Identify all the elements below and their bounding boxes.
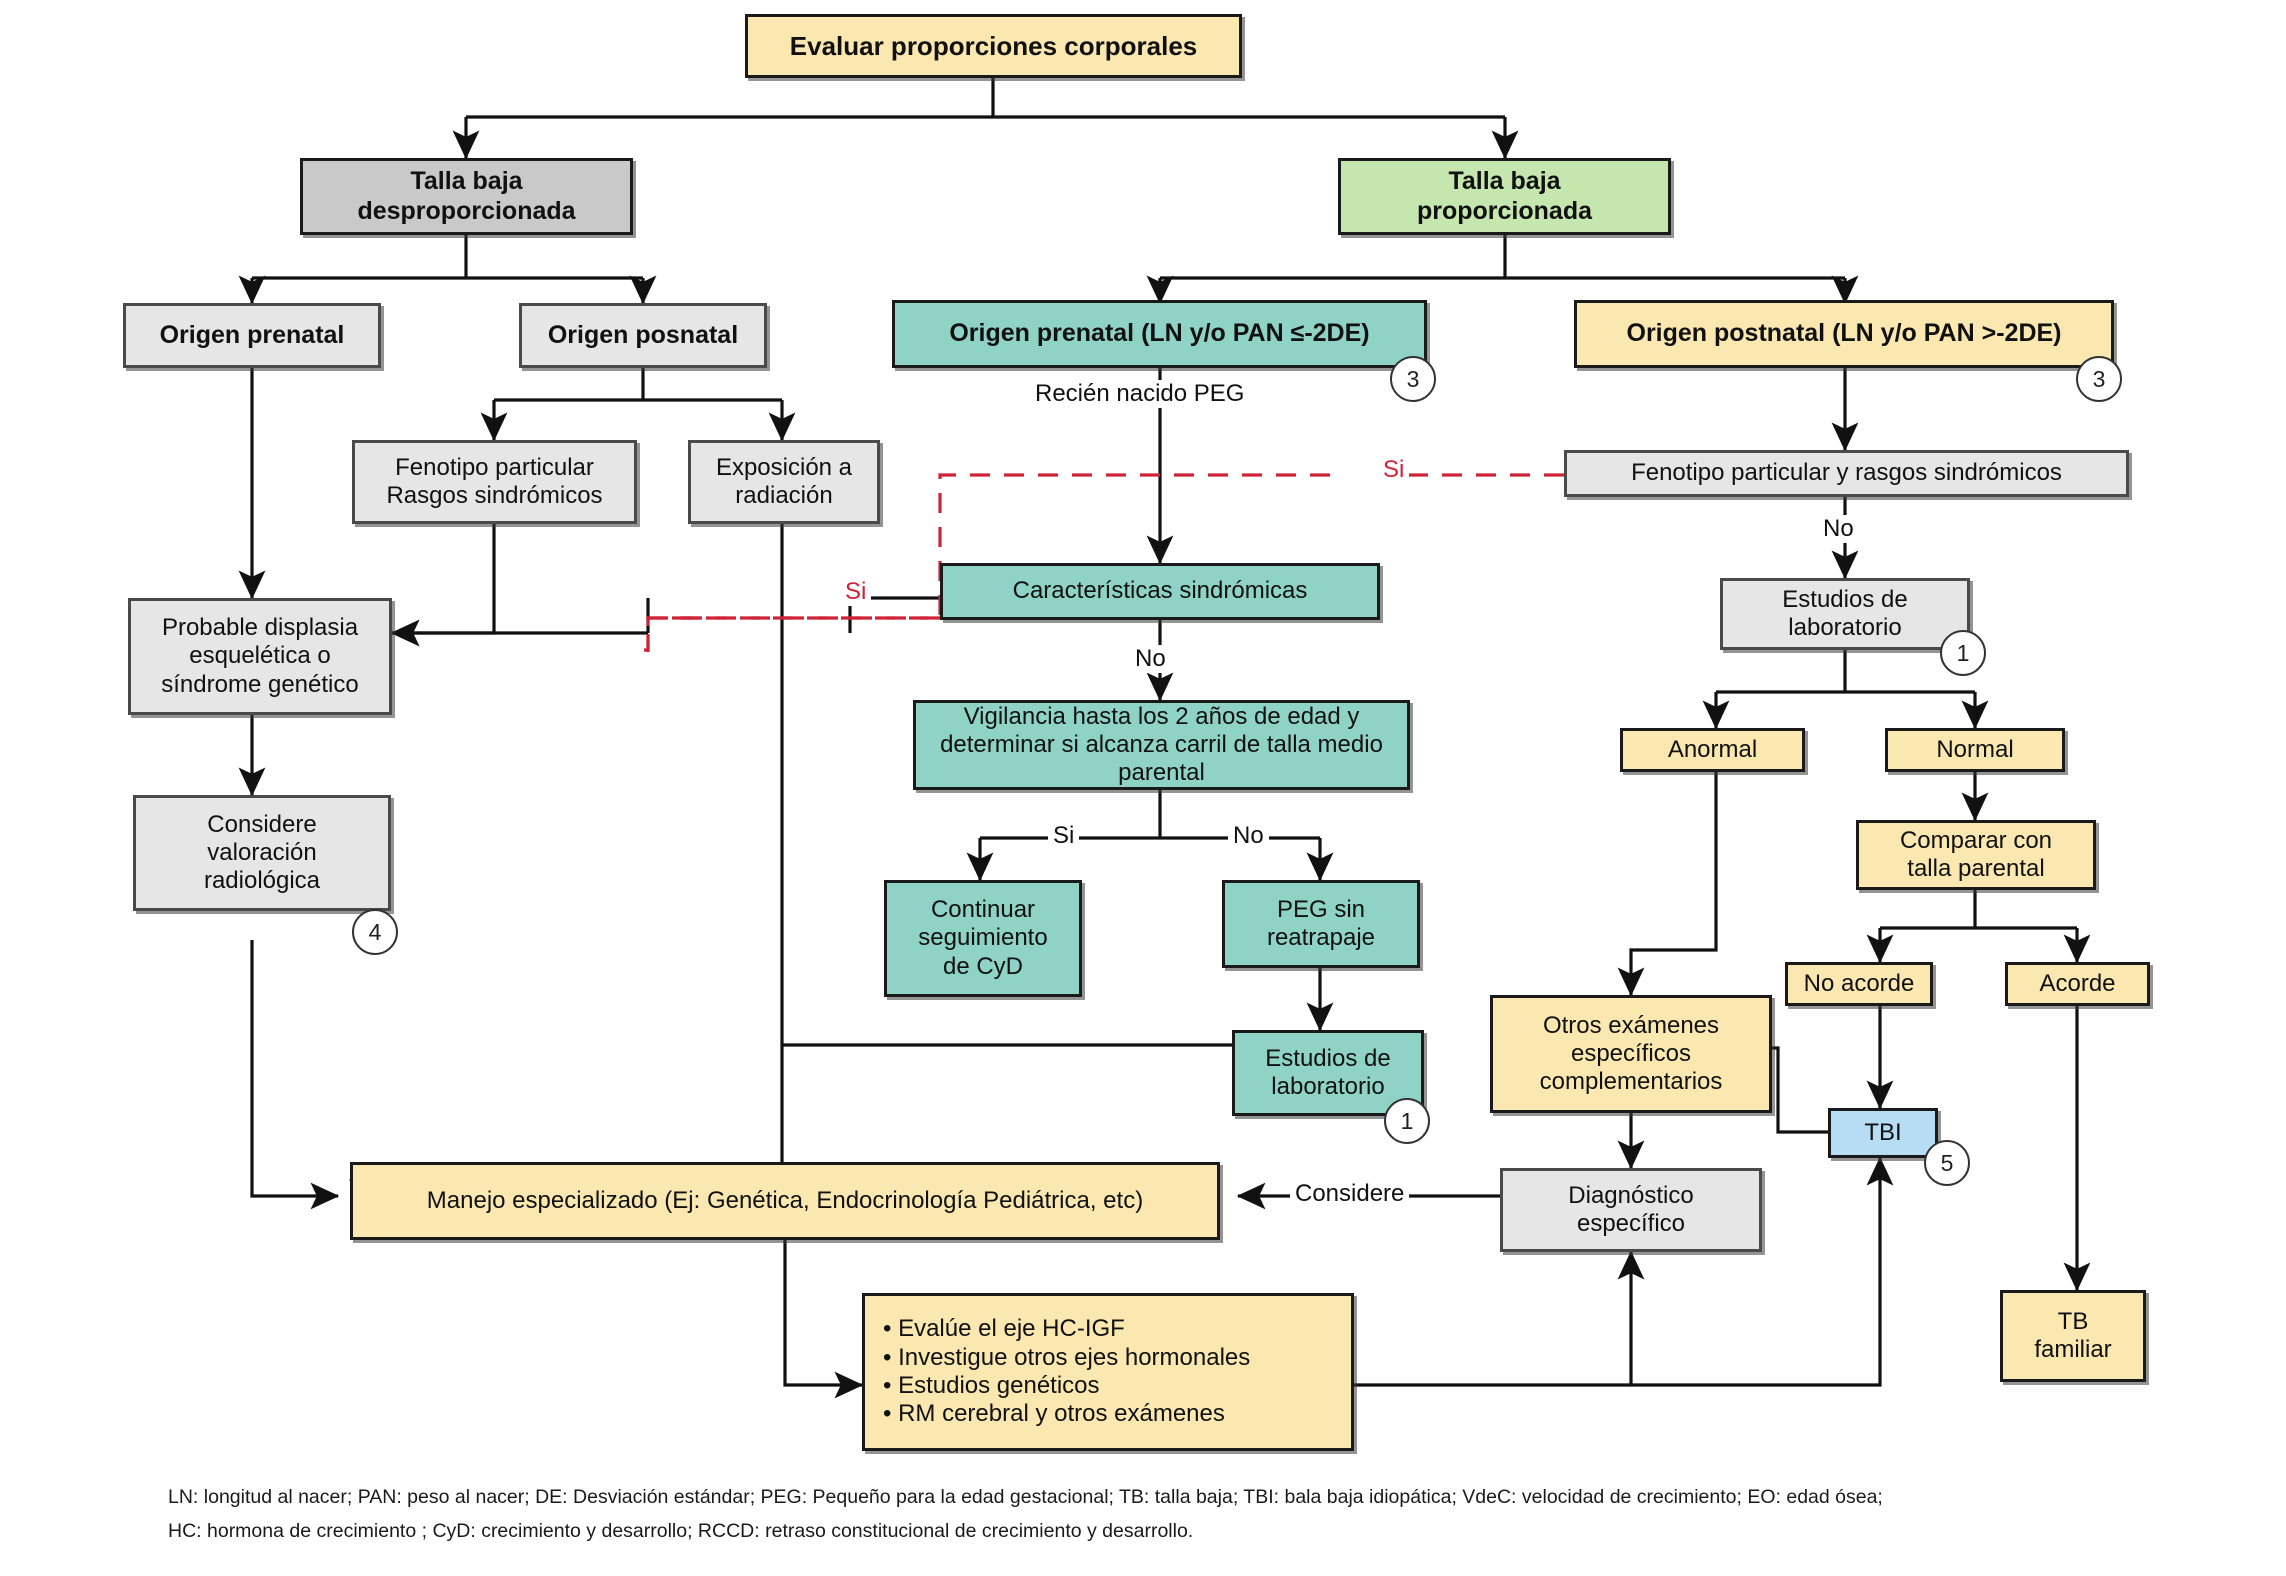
node-root-label: Evaluar proporciones corporales (789, 30, 1198, 61)
edge-label-considere: Considere (1290, 1180, 1410, 1208)
node-origen-prenatal-izq-label: Origen prenatal (159, 320, 345, 349)
node-talla-baja-proporcionada-label: Talla baja proporcionada (1416, 167, 1592, 225)
edge-label-no-fenotipo-der: No (1818, 515, 1859, 543)
node-probable-displasia-label: Probable displasia esquelética o síndrom… (161, 614, 359, 698)
bullet-item-2: • Investigue otros ejes hormonales (883, 1343, 1251, 1371)
edge-label-no-caracteristicas: No (1130, 645, 1171, 673)
node-fenotipo-rasgos-der-label: Fenotipo particular y rasgos sindrómicos (1631, 459, 2062, 487)
marker-estudios-lab-centro: 1 (1384, 1098, 1430, 1144)
edge-label-si-red-right: Si (1378, 456, 1410, 484)
node-fenotipo-rasgos-label: Fenotipo particular Rasgos sindrómicos (386, 453, 603, 509)
node-anormal[interactable]: Anormal (1620, 728, 1805, 772)
marker-tbi: 5 (1924, 1140, 1970, 1186)
node-considere-valoracion[interactable]: Considere valoración radiológica (133, 795, 391, 911)
bullet-item-1: • Evalúe el eje HC-IGF (883, 1315, 1125, 1343)
node-peg-sin-reatrapaje[interactable]: PEG sin reatrapaje (1222, 880, 1420, 968)
node-fenotipo-rasgos[interactable]: Fenotipo particular Rasgos sindrómicos (352, 440, 637, 524)
node-caracteristicas-sindromicas-label: Características sindrómicas (1012, 577, 1308, 605)
node-manejo-especializado[interactable]: Manejo especializado (Ej: Genética, Endo… (350, 1162, 1220, 1240)
marker-prenatal-der: 3 (1390, 356, 1436, 402)
node-no-acorde[interactable]: No acorde (1785, 962, 1933, 1006)
node-estudios-lab-der-label: Estudios de laboratorio (1782, 585, 1908, 641)
node-origen-prenatal-der[interactable]: Origen prenatal (LN y/o PAN ≤-2DE) (892, 300, 1427, 368)
node-origen-posnatal-izq-label: Origen posnatal (547, 320, 739, 349)
node-peg-sin-reatrapaje-label: PEG sin reatrapaje (1266, 895, 1376, 951)
node-acorde[interactable]: Acorde (2005, 962, 2150, 1006)
node-otros-examenes-label: Otros exámenes específicos complementari… (1539, 1011, 1723, 1096)
node-origen-postnatal-der-label: Origen postnatal (LN y/o PAN >-2DE) (1626, 319, 2062, 348)
bullet-item-4: • RM cerebral y otros exámenes (883, 1400, 1225, 1428)
node-probable-displasia[interactable]: Probable displasia esquelética o síndrom… (128, 598, 392, 715)
footnote-line-1: LN: longitud al nacer; PAN: peso al nace… (168, 1486, 1883, 1508)
node-estudios-lab-centro-label: Estudios de laboratorio (1265, 1044, 1391, 1100)
marker-considere-valoracion: 4 (352, 909, 398, 955)
node-talla-baja-proporcionada[interactable]: Talla baja proporcionada (1338, 158, 1671, 235)
node-manejo-especializado-label: Manejo especializado (Ej: Genética, Endo… (426, 1186, 1144, 1214)
node-origen-postnatal-der[interactable]: Origen postnatal (LN y/o PAN >-2DE) (1574, 300, 2114, 368)
edge-label-no-vigilancia: No (1228, 822, 1269, 850)
node-diagnostico-especifico-label: Diagnóstico específico (1568, 1181, 1694, 1237)
node-root[interactable]: Evaluar proporciones corporales (745, 14, 1242, 78)
node-no-acorde-label: No acorde (1803, 969, 1915, 997)
node-origen-prenatal-izq[interactable]: Origen prenatal (123, 303, 381, 368)
edge-label-si-red-left: Si (840, 578, 872, 606)
node-talla-baja-desproporcionada-label: Talla baja desproporcionada (357, 167, 576, 225)
node-comparar-talla-parental-label: Comparar con talla parental (1899, 826, 2053, 882)
node-vigilancia[interactable]: Vigilancia hasta los 2 años de edad y de… (913, 700, 1410, 790)
node-origen-prenatal-der-label: Origen prenatal (LN y/o PAN ≤-2DE) (949, 319, 1370, 348)
node-otros-examenes[interactable]: Otros exámenes específicos complementari… (1490, 995, 1772, 1113)
node-exposicion-radiacion[interactable]: Exposición a radiación (688, 440, 880, 524)
node-bullet-box[interactable]: • Evalúe el eje HC-IGF • Investigue otro… (862, 1293, 1354, 1451)
node-normal-label: Normal (1936, 735, 2014, 763)
node-anormal-label: Anormal (1667, 735, 1758, 763)
node-exposicion-radiacion-label: Exposición a radiación (715, 453, 853, 509)
node-comparar-talla-parental[interactable]: Comparar con talla parental (1856, 820, 2096, 890)
node-diagnostico-especifico[interactable]: Diagnóstico específico (1500, 1168, 1762, 1252)
node-normal[interactable]: Normal (1885, 728, 2065, 772)
node-tb-familiar[interactable]: TB familiar (2000, 1290, 2146, 1382)
node-caracteristicas-sindromicas[interactable]: Características sindrómicas (940, 563, 1380, 620)
marker-estudios-lab-der: 1 (1940, 630, 1986, 676)
node-tbi-label: TBI (1864, 1118, 1902, 1146)
node-considere-valoracion-label: Considere valoración radiológica (203, 810, 321, 895)
node-fenotipo-rasgos-der[interactable]: Fenotipo particular y rasgos sindrómicos (1564, 450, 2129, 497)
node-acorde-label: Acorde (2039, 969, 2116, 997)
edge-label-recien-nacido-peg: Recién nacido PEG (1030, 380, 1250, 408)
node-tbi[interactable]: TBI (1828, 1108, 1938, 1158)
marker-postnatal-der: 3 (2076, 356, 2122, 402)
node-estudios-lab-centro[interactable]: Estudios de laboratorio (1232, 1030, 1424, 1116)
node-continuar-seguimiento-label: Continuar seguimiento de CyD (918, 896, 1048, 980)
node-vigilancia-label: Vigilancia hasta los 2 años de edad y de… (940, 702, 1383, 787)
footnote-line-2: HC: hormona de crecimiento ; CyD: crecim… (168, 1520, 1194, 1542)
bullet-item-3: • Estudios genéticos (883, 1372, 1100, 1399)
node-tb-familiar-label: TB familiar (2034, 1307, 2112, 1363)
node-estudios-lab-der[interactable]: Estudios de laboratorio (1720, 578, 1970, 650)
node-continuar-seguimiento[interactable]: Continuar seguimiento de CyD (884, 880, 1082, 997)
node-talla-baja-desproporcionada[interactable]: Talla baja desproporcionada (300, 158, 633, 235)
node-origen-posnatal-izq[interactable]: Origen posnatal (519, 303, 767, 368)
edge-label-si-vigilancia: Si (1048, 822, 1080, 850)
